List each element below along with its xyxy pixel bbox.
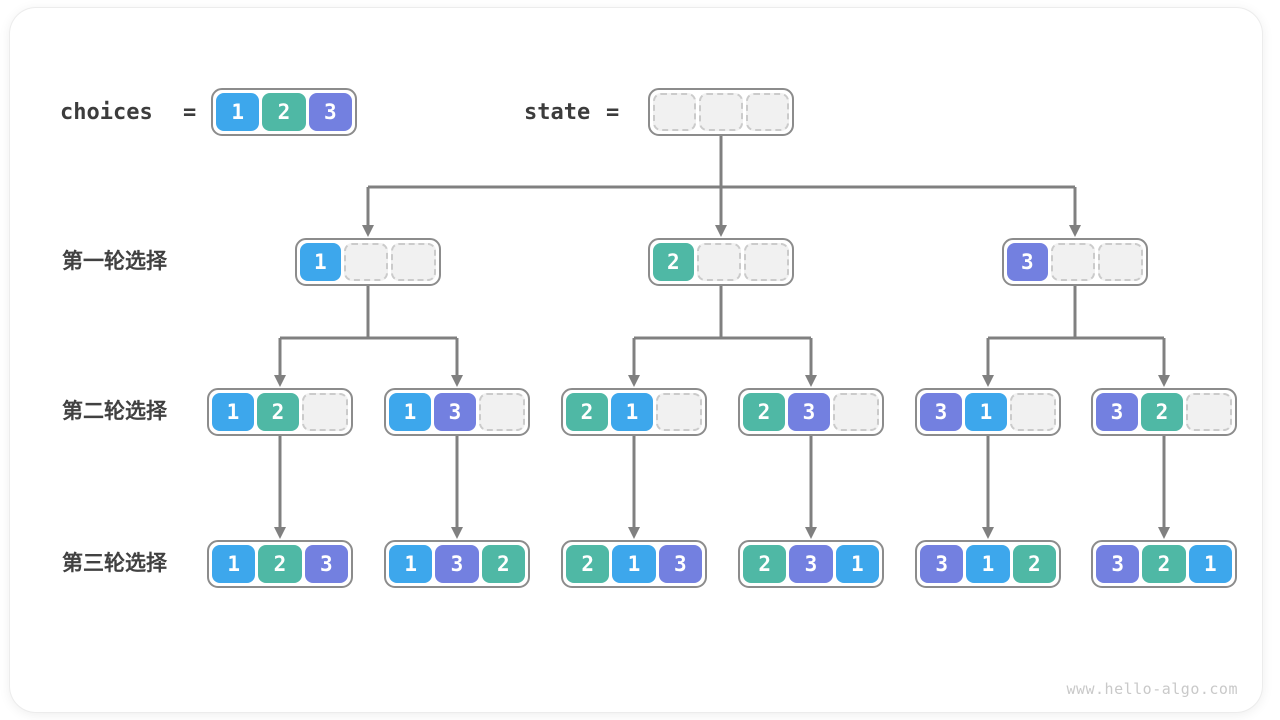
value-cell: 3	[1007, 243, 1048, 281]
value-cell: 3	[1096, 545, 1140, 583]
value-cell: 1	[300, 243, 341, 281]
value-cell: 1	[965, 393, 1007, 431]
value-cell: 2	[743, 545, 787, 583]
value-cell: 1	[612, 545, 656, 583]
value-cell: 1	[389, 393, 431, 431]
value-cell: 2	[1141, 393, 1183, 431]
empty-slot-cell	[391, 243, 437, 281]
empty-slot-cell	[833, 393, 879, 431]
value-cell: 1	[1188, 545, 1232, 583]
empty-slot-cell	[1050, 243, 1096, 281]
value-cell: 1	[212, 393, 254, 431]
value-cell: 3	[308, 93, 352, 131]
value-cell: 2	[653, 243, 694, 281]
value-cell: 1	[216, 93, 260, 131]
value-cell: 1	[966, 545, 1010, 583]
value-cell: 1	[389, 545, 433, 583]
empty-slot-cell	[656, 393, 702, 431]
value-cell: 3	[920, 545, 964, 583]
empty-slot-cell	[744, 243, 790, 281]
state-label: state	[524, 99, 591, 125]
value-cell: 2	[566, 545, 610, 583]
value-cell: 2	[258, 545, 302, 583]
round-3-label: 第三轮选择	[62, 552, 167, 575]
state-box	[648, 88, 794, 136]
empty-slot-cell	[653, 93, 697, 131]
value-cell: 3	[435, 545, 479, 583]
tree-node-r1-3: 3	[1002, 238, 1148, 286]
value-cell: 3	[658, 545, 702, 583]
state-equals-sign: =	[606, 99, 620, 125]
empty-slot-cell	[479, 393, 525, 431]
value-cell: 2	[257, 393, 299, 431]
empty-slot-cell	[302, 393, 348, 431]
empty-slot-cell	[1098, 243, 1144, 281]
value-cell: 2	[1012, 545, 1056, 583]
value-cell: 1	[835, 545, 879, 583]
tree-node-r1-1: 1	[295, 238, 441, 286]
watermark-url: www.hello-algo.com	[1066, 680, 1238, 698]
value-cell: 1	[611, 393, 653, 431]
round-2-label: 第二轮选择	[62, 400, 167, 423]
tree-node-r1-2: 2	[648, 238, 794, 286]
value-cell: 3	[789, 545, 833, 583]
empty-slot-cell	[699, 93, 743, 131]
value-cell: 3	[434, 393, 476, 431]
empty-slot-cell	[1010, 393, 1056, 431]
empty-slot-cell	[745, 93, 789, 131]
value-cell: 2	[481, 545, 525, 583]
empty-slot-cell	[696, 243, 742, 281]
value-cell: 2	[743, 393, 785, 431]
value-cell: 3	[1096, 393, 1138, 431]
empty-slot-cell	[1186, 393, 1232, 431]
value-cell: 2	[262, 93, 306, 131]
value-cell: 2	[566, 393, 608, 431]
value-cell: 1	[212, 545, 256, 583]
round-1-label: 第一轮选择	[62, 250, 167, 273]
value-cell: 3	[920, 393, 962, 431]
value-cell: 3	[304, 545, 348, 583]
empty-slot-cell	[343, 243, 389, 281]
choices-equals-sign: =	[183, 99, 197, 125]
choices-label: choices	[60, 99, 153, 125]
value-cell: 3	[788, 393, 830, 431]
value-cell: 2	[1142, 545, 1186, 583]
